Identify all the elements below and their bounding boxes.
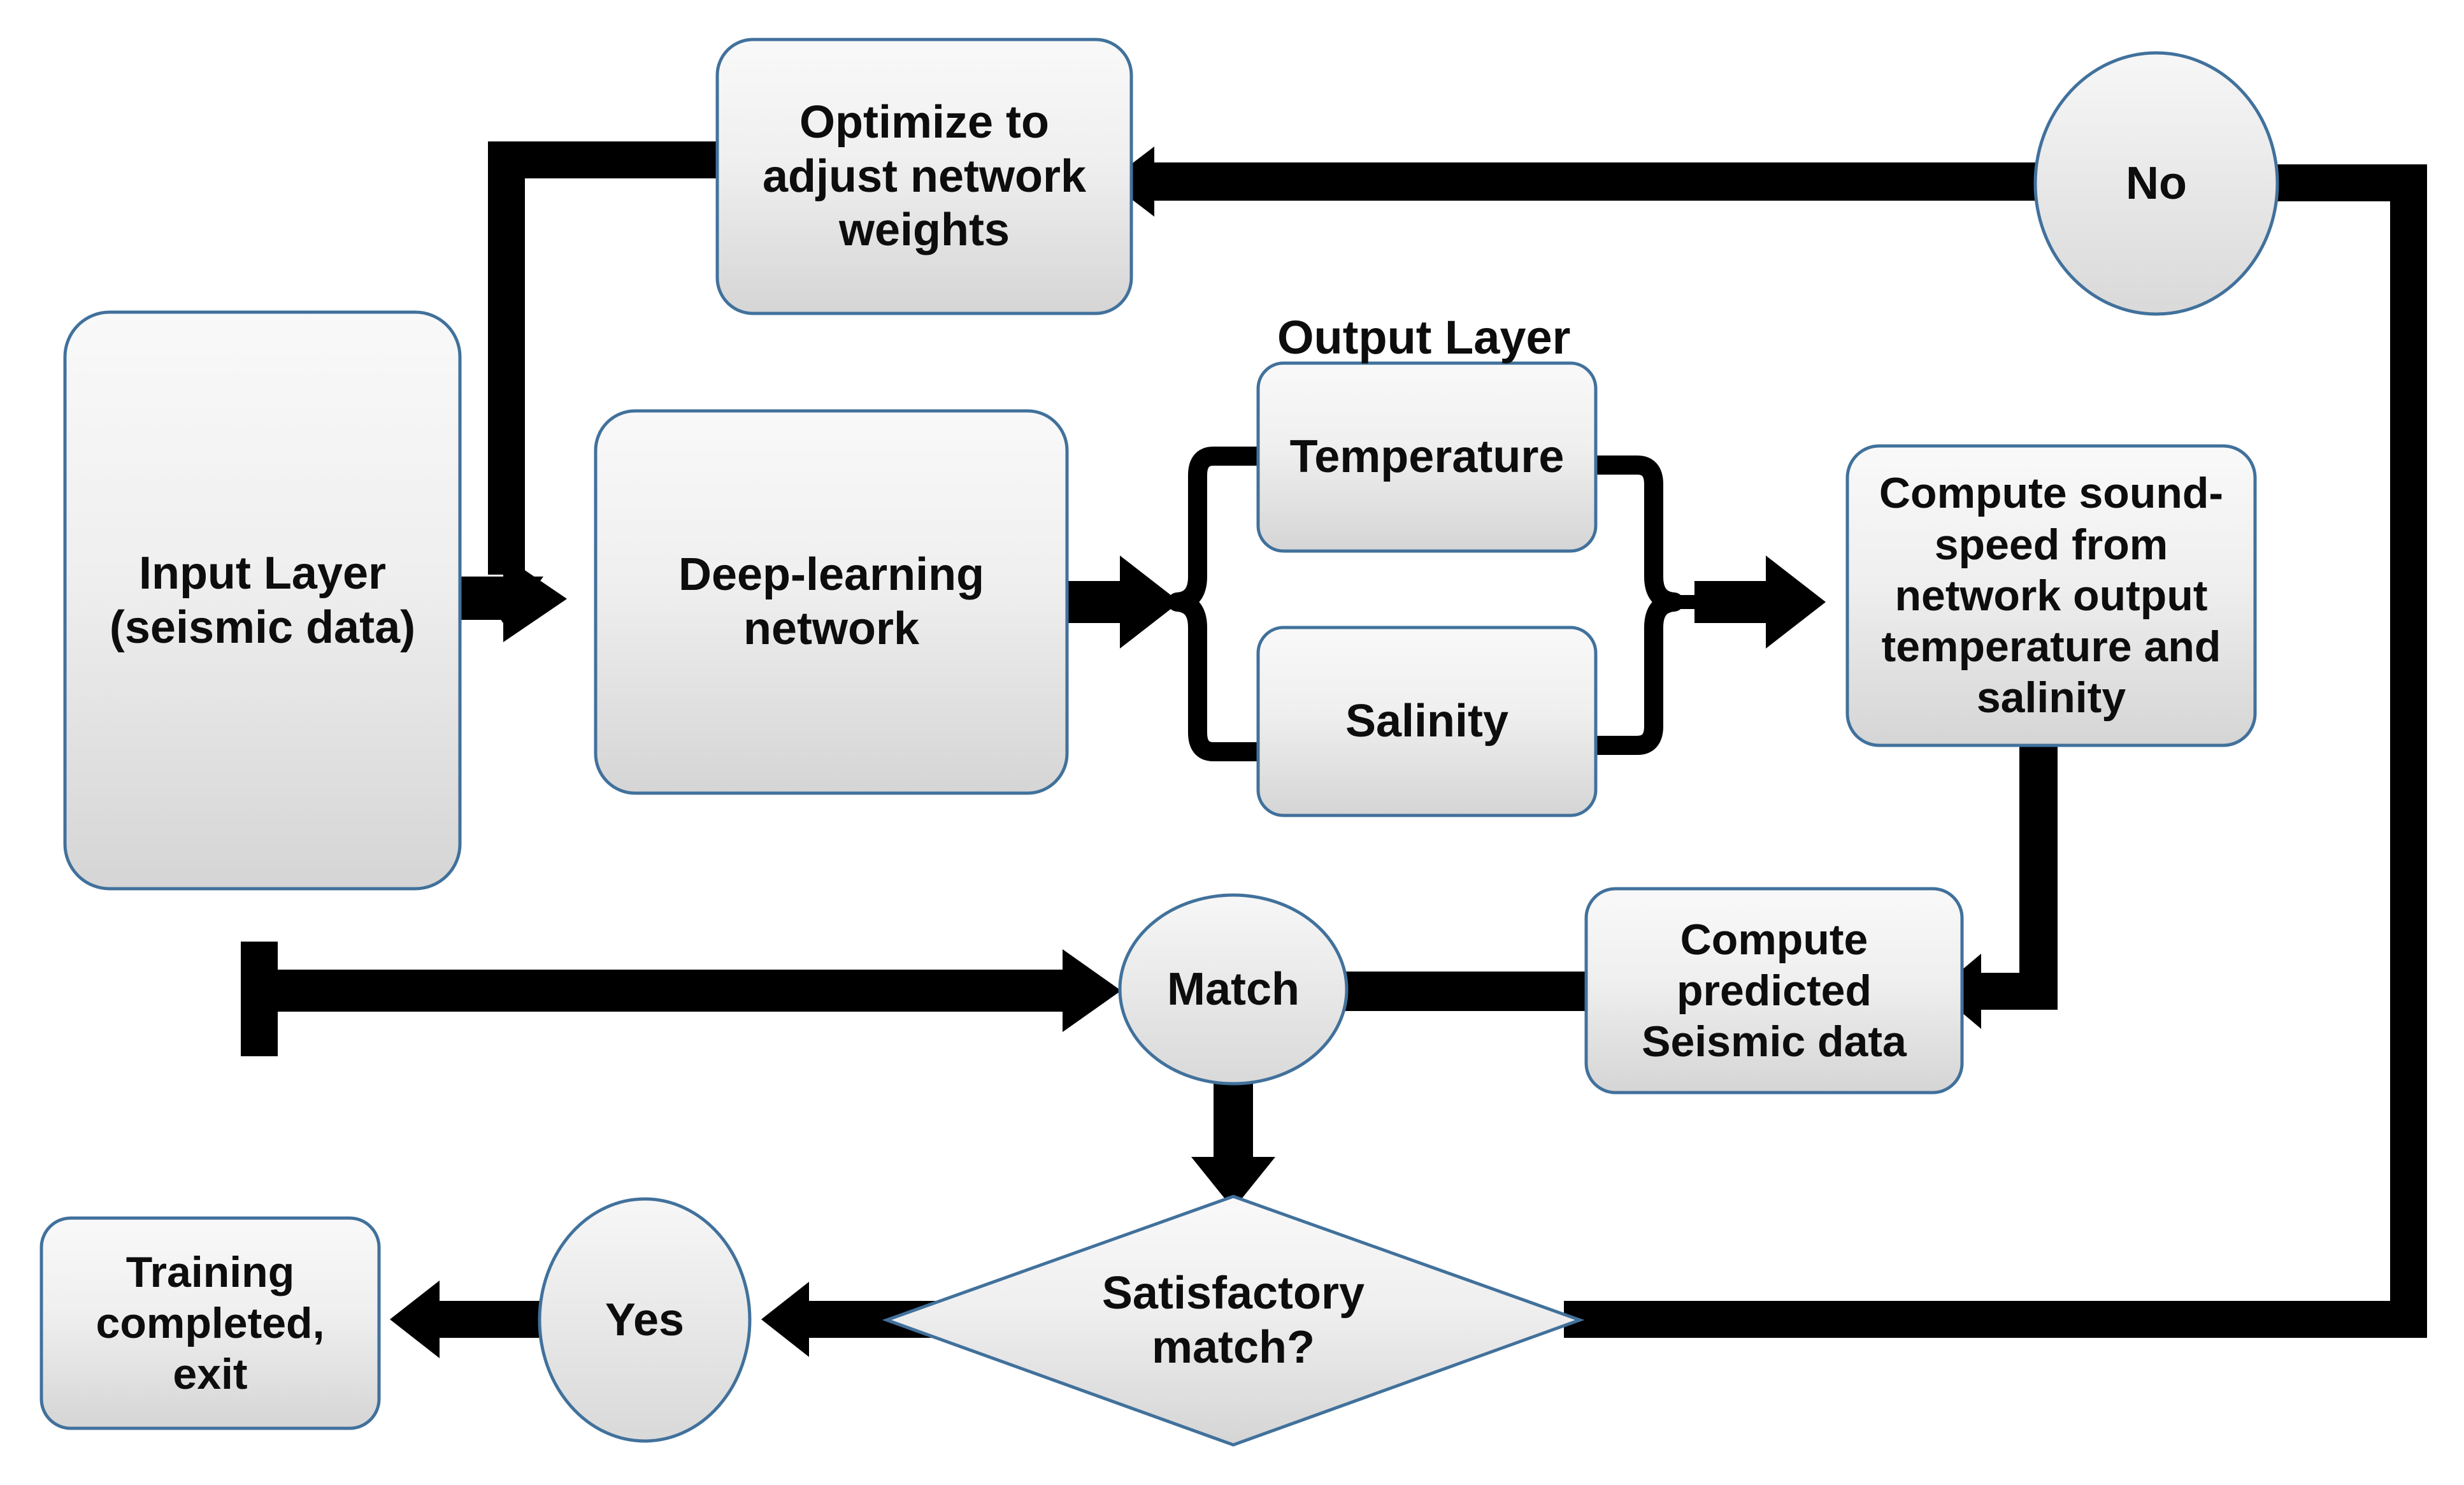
node-satisfactory-match[interactable] (882, 1194, 1585, 1447)
edge-yes-to-exit (390, 1281, 554, 1358)
node-input-layer[interactable] (63, 310, 462, 891)
output-layer-left-brace (1168, 447, 1261, 761)
edge-network-to-outputlayer (1061, 556, 1180, 649)
node-compute-predicted-seismic[interactable] (1584, 887, 1964, 1094)
node-deep-learning-network[interactable] (594, 409, 1069, 795)
node-temperature[interactable] (1256, 361, 1598, 553)
output-layer-group-title: Output Layer (1277, 311, 1571, 364)
edge-no-to-optimize (1108, 147, 2037, 217)
node-optimize[interactable] (715, 38, 1133, 315)
edge-soundspeed-to-predicted (1937, 742, 2058, 1029)
node-compute-sound-speed[interactable] (1845, 444, 2257, 747)
edge-outputlayer-to-soundspeed (1694, 556, 1826, 649)
node-yes[interactable] (538, 1197, 752, 1443)
edge-input-to-network (446, 556, 567, 642)
node-no[interactable] (2033, 51, 2279, 316)
edge-match-to-decision (1191, 1083, 1275, 1209)
edge-input-to-match (241, 942, 1121, 1056)
node-match[interactable] (1118, 893, 1349, 1086)
node-training-completed[interactable] (39, 1216, 381, 1430)
node-salinity[interactable] (1256, 626, 1598, 817)
